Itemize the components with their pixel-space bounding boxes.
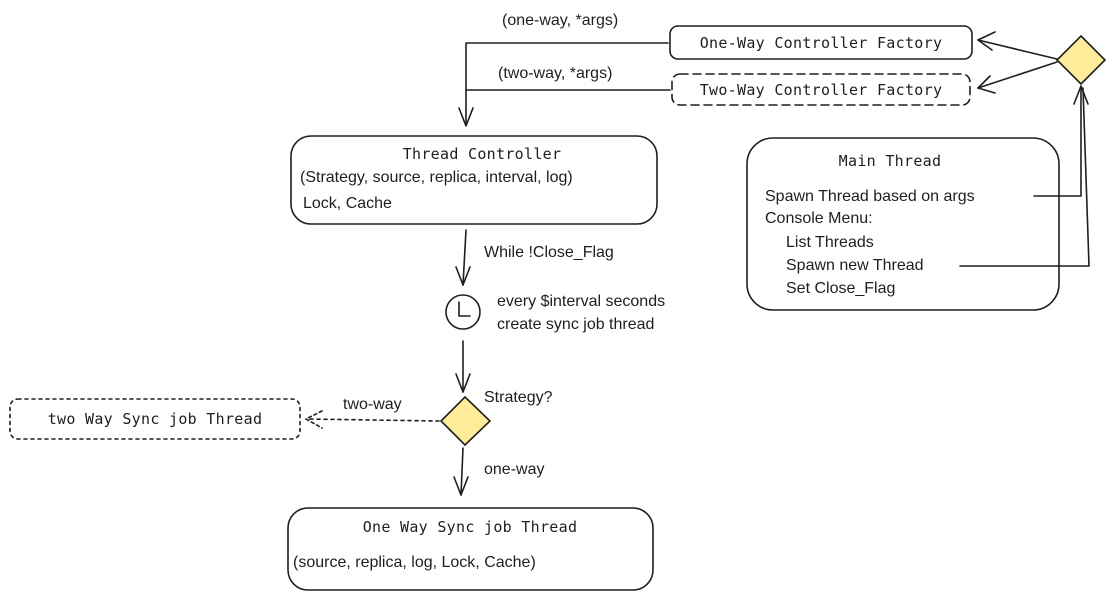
strategy-to-two-way-arrow (305, 418, 440, 422)
arrowhead (455, 266, 471, 286)
one-way-branch-label: one-way (484, 461, 544, 478)
controller-to-timer-arrow (462, 229, 467, 286)
clock-icon (445, 294, 481, 330)
two-way-sync-job-label: two Way Sync job Thread (48, 410, 263, 428)
spawn-args-to-diamond-line (1033, 87, 1082, 197)
one-way-args-label: (one-way, *args) (502, 12, 618, 29)
two-way-sync-job-node[interactable]: two Way Sync job Thread (9, 398, 301, 440)
arrowhead (305, 410, 323, 429)
timer-label-line2: create sync job thread (497, 316, 654, 333)
while-close-flag-label: While !Close_Flag (484, 244, 614, 261)
two-way-factory-node[interactable]: Two-Way Controller Factory (671, 73, 971, 106)
one-way-sync-job-node[interactable]: One Way Sync job Thread (source, replica… (287, 507, 654, 591)
thread-controller-title: Thread Controller (403, 145, 562, 163)
main-thread-node[interactable]: Main Thread Spawn Thread based on args C… (746, 137, 1060, 311)
arrowhead (455, 373, 471, 393)
main-thread-spawn-new: Spawn new Thread (786, 257, 924, 274)
spawn-new-to-diamond-line (959, 87, 1090, 267)
two-way-args-label: (two-way, *args) (498, 65, 612, 82)
thread-controller-node[interactable]: Thread Controller (Strategy, source, rep… (290, 135, 658, 225)
arrowhead (977, 31, 996, 51)
diamond-to-two-way-arrow (977, 61, 1058, 89)
one-way-sync-job-title: One Way Sync job Thread (363, 518, 578, 536)
strategy-label: Strategy? (484, 389, 553, 406)
main-thread-spawn-args: Spawn Thread based on args (765, 188, 975, 205)
one-way-factory-to-controller-line (465, 42, 669, 126)
main-thread-set-close-flag: Set Close_Flag (786, 280, 895, 297)
main-thread-title: Main Thread (839, 152, 942, 170)
factory-decision-diamond[interactable] (1055, 34, 1107, 86)
thread-controller-params: (Strategy, source, replica, interval, lo… (300, 169, 573, 186)
two-way-branch-label: two-way (343, 396, 402, 413)
thread-controller-members: Lock, Cache (303, 195, 392, 212)
strategy-to-one-way-arrow (460, 447, 464, 496)
main-thread-list-threads: List Threads (786, 234, 874, 251)
timer-label-line1: every $interval seconds (497, 293, 665, 310)
arrowhead (458, 107, 474, 127)
arrowhead (1073, 85, 1089, 105)
arrowhead (453, 476, 469, 496)
strategy-decision-diamond[interactable] (439, 395, 492, 447)
timer-node[interactable] (445, 294, 481, 330)
one-way-factory-node[interactable]: One-Way Controller Factory (669, 25, 973, 60)
one-way-factory-label: One-Way Controller Factory (700, 34, 943, 52)
main-thread-console-menu: Console Menu: (765, 210, 873, 227)
arrowhead (977, 75, 996, 94)
diamond-to-one-way-arrow (977, 39, 1058, 60)
two-way-factory-label: Two-Way Controller Factory (700, 81, 943, 99)
one-way-sync-job-params: (source, replica, log, Lock, Cache) (293, 554, 536, 571)
clock-hands (458, 301, 471, 317)
